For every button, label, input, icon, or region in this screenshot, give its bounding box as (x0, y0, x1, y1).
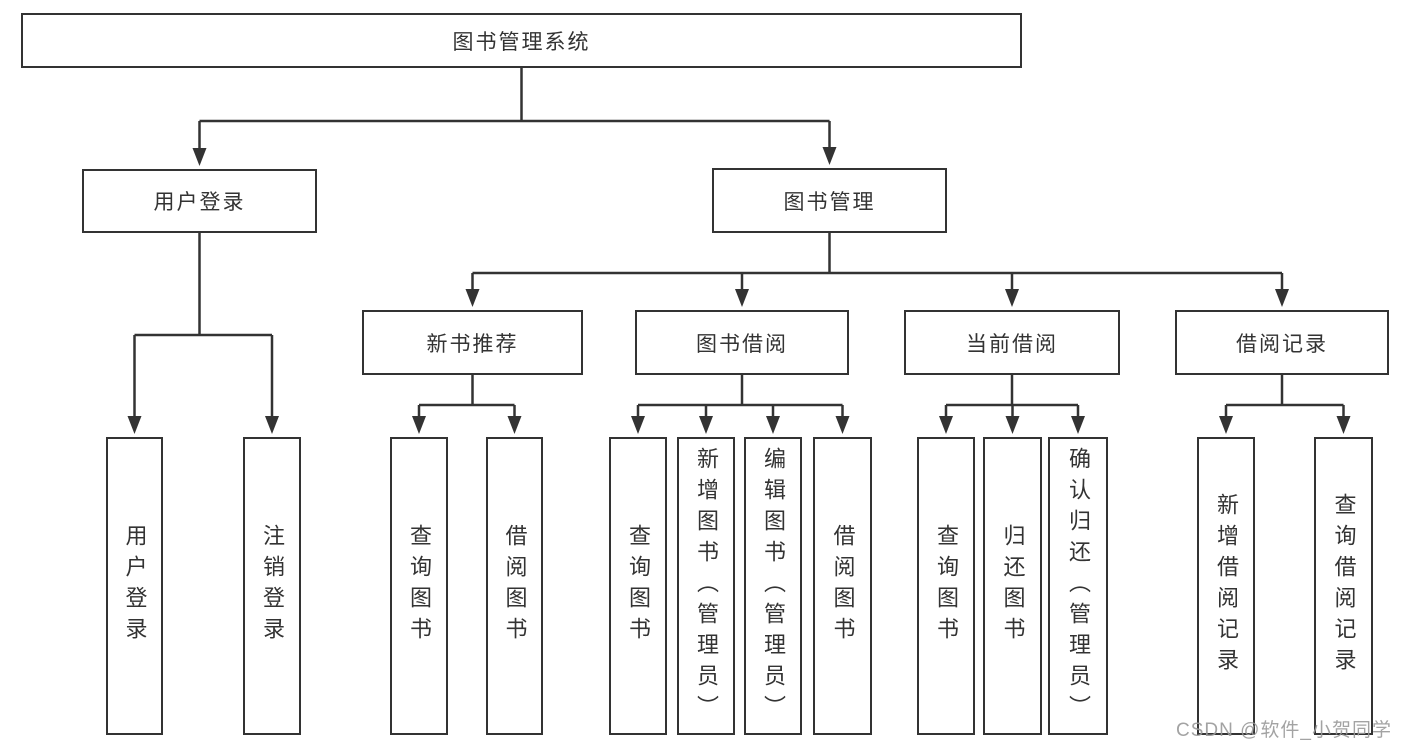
leaf-user-login: 用户登录 (106, 437, 163, 735)
node-borrow-records: 借阅记录 (1175, 310, 1389, 375)
leaf-borrow-books-recommend: 借阅图书 (486, 437, 543, 735)
leaf-return-book: 归还图书 (983, 437, 1042, 735)
leaf-query-books-borrow: 查询图书 (609, 437, 667, 735)
leaf-query-borrow-record: 查询借阅记录 (1314, 437, 1373, 735)
node-current-borrow: 当前借阅 (904, 310, 1120, 375)
leaf-confirm-return-admin: 确认归还（管理员） (1048, 437, 1108, 735)
leaf-query-books-current: 查询图书 (917, 437, 975, 735)
node-user-login: 用户登录 (82, 169, 317, 233)
node-book-management: 图书管理 (712, 168, 947, 233)
leaf-add-borrow-record: 新增借阅记录 (1197, 437, 1255, 735)
csdn-watermark: CSDN @软件_小贺同学 (1176, 720, 1392, 741)
node-book-borrow: 图书借阅 (635, 310, 849, 375)
node-root-library-system: 图书管理系统 (21, 13, 1022, 68)
leaf-edit-book-admin: 编辑图书（管理员） (744, 437, 802, 735)
leaf-logout: 注销登录 (243, 437, 301, 735)
leaf-borrow-books: 借阅图书 (813, 437, 872, 735)
leaf-add-book-admin: 新增图书（管理员） (677, 437, 735, 735)
leaf-query-books-recommend: 查询图书 (390, 437, 448, 735)
node-new-book-recommend: 新书推荐 (362, 310, 583, 375)
